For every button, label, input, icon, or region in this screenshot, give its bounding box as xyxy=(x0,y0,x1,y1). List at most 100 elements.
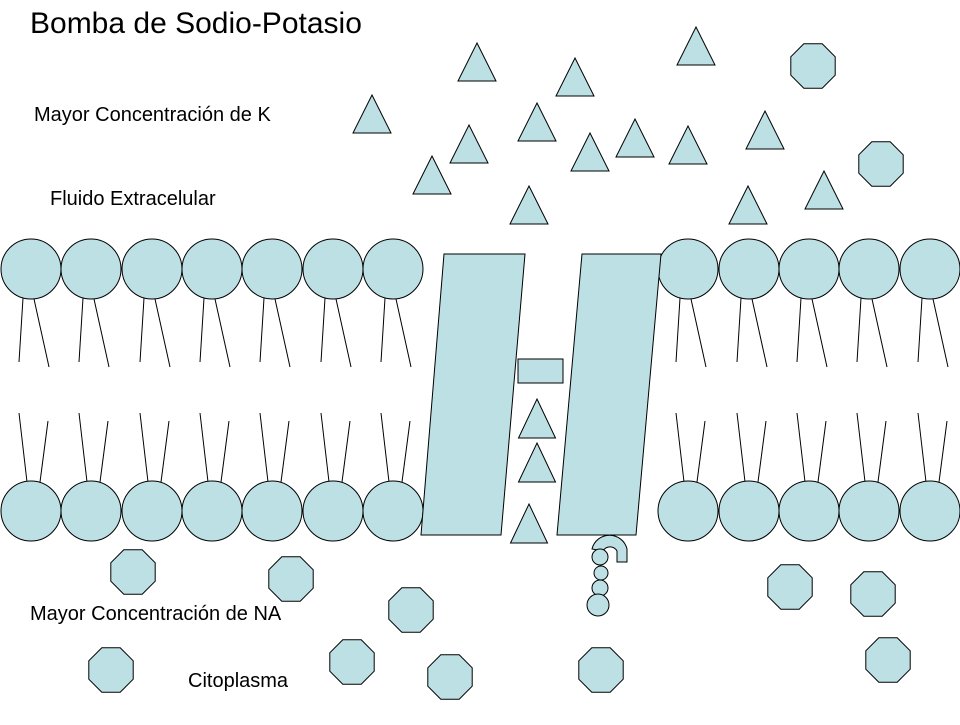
potassium-ion-triangle xyxy=(449,123,489,164)
lipid-tail xyxy=(18,412,28,483)
potassium-ion-triangle xyxy=(457,41,497,82)
lipid-tail xyxy=(154,298,171,368)
phospholipid-head xyxy=(838,480,900,542)
sodium-ion-octagon xyxy=(767,564,813,610)
phospholipid-head xyxy=(778,480,840,542)
lipid-tail xyxy=(871,298,888,368)
phospholipid-head xyxy=(0,238,62,300)
lipid-tail xyxy=(139,297,145,363)
sodium-ion-octagon xyxy=(790,43,836,89)
lipid-tail xyxy=(99,420,109,483)
lipid-tail xyxy=(932,298,949,368)
phospholipid-head xyxy=(899,238,960,300)
lipid-tail xyxy=(280,420,290,483)
lipid-tail xyxy=(93,298,110,368)
lipid-tail xyxy=(259,412,269,483)
ions xyxy=(88,25,911,700)
lipid-tail xyxy=(690,298,707,368)
lipid-tail xyxy=(259,297,265,363)
potassium-ion-triangle xyxy=(676,25,716,66)
lipid-tail xyxy=(917,297,923,363)
lipid-tail xyxy=(320,297,326,363)
lipid-tail xyxy=(139,412,149,483)
lipid-tail xyxy=(736,412,746,483)
sodium-ion-octagon xyxy=(329,639,375,685)
lipid-tail xyxy=(320,412,330,483)
phospholipid-head xyxy=(121,480,183,542)
lipid-tail xyxy=(341,420,351,483)
sodium-ion-octagon xyxy=(578,647,624,693)
lipid-tail xyxy=(78,297,84,363)
lipid-tail xyxy=(675,412,685,483)
lipid-tail xyxy=(395,298,412,368)
lipid-tail xyxy=(380,297,386,363)
phospholipid-head xyxy=(838,238,900,300)
lipid-tail xyxy=(401,420,411,483)
lipid-tail xyxy=(917,412,927,483)
lipid-tail xyxy=(199,412,209,483)
lipid-tail xyxy=(696,420,706,483)
extracellular-fluid-label: Fluido Extracelular xyxy=(50,188,216,210)
sodium-ion-octagon xyxy=(88,647,134,693)
phospholipid-head xyxy=(121,238,183,300)
lipid-tail xyxy=(817,420,827,483)
phospholipid-head xyxy=(181,238,243,300)
atp-bead xyxy=(591,548,609,566)
lipid-tail xyxy=(675,297,681,363)
potassium-ion-triangle xyxy=(517,101,557,142)
sodium-potassium-pump xyxy=(420,253,662,617)
lipid-tail xyxy=(18,297,24,363)
potassium-ion-triangle xyxy=(570,131,610,172)
potassium-ion-triangle xyxy=(804,169,844,210)
potassium-ion-triangle xyxy=(615,117,655,158)
lipid-tails xyxy=(18,297,949,483)
lipid-tail xyxy=(199,297,205,363)
phospholipid-head xyxy=(718,238,780,300)
lipid-tail xyxy=(751,298,768,368)
lipid-tail xyxy=(796,412,806,483)
phospholipid-head xyxy=(778,238,840,300)
pump-protein-left xyxy=(420,253,526,536)
potassium-ion-triangle xyxy=(517,397,557,439)
lipid-tail xyxy=(757,420,767,483)
lipid-tail xyxy=(220,420,230,483)
lipid-tail xyxy=(856,412,866,483)
lipid-tail xyxy=(39,420,49,483)
sodium-ion-octagon xyxy=(850,571,896,617)
phospholipid-head xyxy=(899,480,960,542)
lipid-tail xyxy=(335,298,352,368)
atp-bead xyxy=(593,565,609,581)
potassium-ion-triangle xyxy=(509,184,549,225)
lipid-tail xyxy=(796,297,802,363)
phospholipid-head xyxy=(302,480,364,542)
phospholipid-head xyxy=(241,238,303,300)
potassium-ion-triangle xyxy=(509,502,549,544)
phospholipid-head xyxy=(60,480,122,542)
potassium-ion-triangle xyxy=(668,124,708,165)
lipid-tail xyxy=(877,420,887,483)
phospholipid-head xyxy=(362,238,424,300)
atp-bead xyxy=(586,593,610,617)
phospholipid-heads xyxy=(0,238,960,542)
potassium-ion-triangle xyxy=(412,154,452,195)
na-concentration-label: Mayor Concentración de NA xyxy=(30,603,282,625)
cytoplasm-label: Citoplasma xyxy=(188,670,289,692)
potassium-ion-triangle xyxy=(352,93,392,134)
sodium-ion-octagon xyxy=(858,141,904,187)
phospholipid-head xyxy=(302,238,364,300)
diagram-title: Bomba de Sodio-Potasio xyxy=(30,7,362,40)
lipid-tail xyxy=(736,297,742,363)
phospholipid-head xyxy=(362,480,424,542)
lipid-tail xyxy=(33,298,50,368)
lipid-tail xyxy=(380,412,390,483)
lipid-tail xyxy=(160,420,170,483)
atp-hook xyxy=(591,534,628,563)
potassium-ion-triangle xyxy=(517,441,557,483)
sodium-ion-octagon xyxy=(110,549,156,595)
sodium-ion-octagon xyxy=(388,587,434,633)
sodium-ion-octagon xyxy=(427,654,473,700)
sodium-ion-octagon xyxy=(865,637,911,683)
k-concentration-label: Mayor Concentración de K xyxy=(34,104,271,126)
